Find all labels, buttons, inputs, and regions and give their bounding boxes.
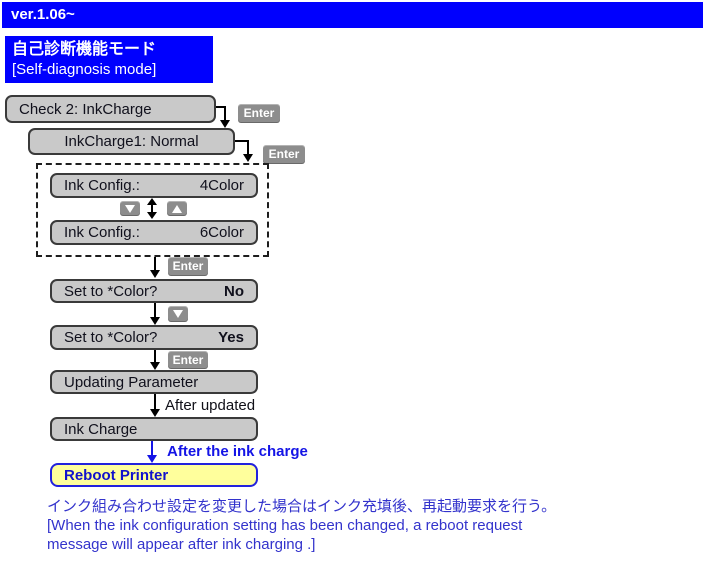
down-arrow-key-button <box>120 201 140 216</box>
enter-key-badge: Enter <box>168 351 208 369</box>
lcd-label: Ink Config.: <box>64 177 140 194</box>
lcd-box-set-color-no: Set to *Color? No <box>50 279 258 303</box>
connector-line <box>247 140 249 156</box>
lcd-box-check2: Check 2: InkCharge <box>5 95 216 123</box>
connector-line <box>235 140 249 142</box>
arrowhead-up-icon <box>147 198 157 205</box>
connector-line <box>154 350 156 364</box>
lcd-label: Set to *Color? <box>64 329 158 346</box>
enter-key-badge: Enter <box>263 145 305 164</box>
lcd-text: Ink Charge <box>64 420 138 438</box>
enter-key-badge: Enter <box>168 257 208 276</box>
ink-config-toggle-group <box>36 163 269 257</box>
connector-line <box>154 394 156 410</box>
lcd-value: No <box>224 282 244 300</box>
arrowhead-down-icon <box>220 120 230 128</box>
footnote-english-line1: [When the ink configuration setting has … <box>47 517 523 534</box>
arrowhead-down-icon <box>147 455 157 463</box>
arrow-stem <box>151 203 153 214</box>
arrowhead-down-icon <box>243 154 253 162</box>
after-updated-label: After updated <box>165 397 256 414</box>
lcd-box-ink-config-6color: Ink Config.: 6Color <box>50 220 258 245</box>
arrowhead-down-icon <box>150 362 160 370</box>
arrowhead-down-icon <box>147 212 157 219</box>
arrow-down-icon <box>125 204 135 213</box>
lcd-box-updating-parameter: Updating Parameter <box>50 370 258 394</box>
after-ink-charge-label: After the ink charge <box>167 443 308 460</box>
lcd-text: Check 2: InkCharge <box>19 100 152 118</box>
footnote: インク組み合わせ設定を変更した場合はインク充填後、再起動要求を行う。 [When… <box>47 497 677 554</box>
connector-line <box>154 257 156 271</box>
section-header: 自己診断機能モード [Self-diagnosis mode] <box>5 36 213 83</box>
footnote-japanese: インク組み合わせ設定を変更した場合はインク充填後、再起動要求を行う。 <box>47 498 557 515</box>
lcd-box-set-color-yes: Set to *Color? Yes <box>50 325 258 350</box>
lcd-label: Set to *Color? <box>64 282 158 300</box>
arrow-down-icon <box>173 310 183 318</box>
down-arrow-key-button <box>168 306 188 322</box>
arrowhead-down-icon <box>150 409 160 417</box>
lcd-box-ink-charge: Ink Charge <box>50 417 258 441</box>
up-arrow-key-button <box>167 201 187 216</box>
arrowhead-down-icon <box>150 317 160 325</box>
lcd-text: InkCharge1: Normal <box>64 133 199 150</box>
footnote-english-line2: message will appear after ink charging .… <box>47 536 316 553</box>
lcd-value: Yes <box>218 329 244 346</box>
lcd-text: Updating Parameter <box>64 373 199 391</box>
lcd-value: 4Color <box>199 177 244 194</box>
section-title-japanese: 自己診断機能モード <box>12 41 157 58</box>
lcd-text: Reboot Printer <box>64 466 169 484</box>
enter-key-badge: Enter <box>238 104 280 123</box>
lcd-box-ink-config-4color: Ink Config.: 4Color <box>50 173 258 198</box>
lcd-box-inkcharge1: InkCharge1: Normal <box>28 128 235 155</box>
arrow-up-icon <box>172 204 182 213</box>
lcd-value: 6Color <box>199 224 244 241</box>
version-bar: ver.1.06~ <box>2 2 703 28</box>
connector-line-blue <box>151 441 153 456</box>
connector-line <box>154 303 156 318</box>
lcd-label: Ink Config.: <box>64 224 140 241</box>
lcd-box-reboot-printer: Reboot Printer <box>50 463 258 487</box>
section-title-english: [Self-diagnosis mode] <box>12 61 157 78</box>
connector-line <box>224 106 226 122</box>
arrowhead-down-icon <box>150 270 160 278</box>
connector-line <box>216 106 226 108</box>
up-down-arrow-icon <box>146 198 158 219</box>
